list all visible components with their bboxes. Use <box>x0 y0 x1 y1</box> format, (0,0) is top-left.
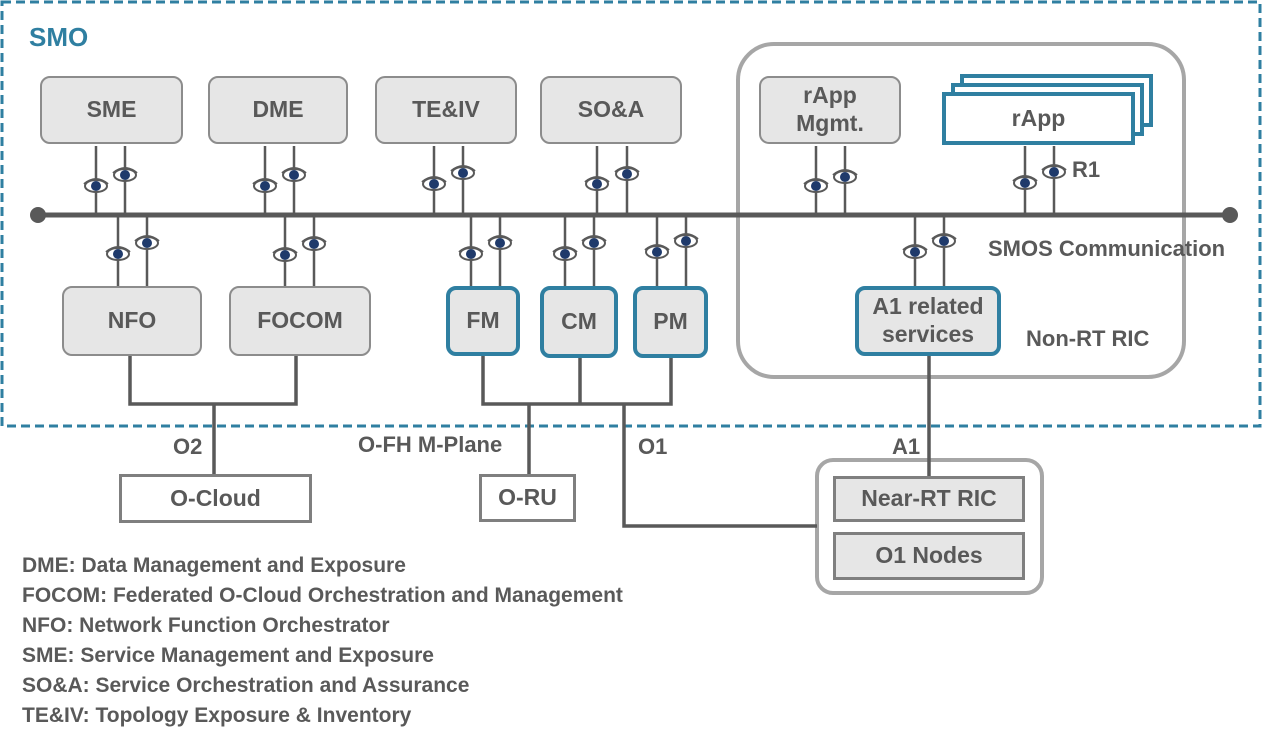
eye-icon <box>421 176 447 191</box>
eye-icon <box>83 178 109 193</box>
eye-icon <box>832 169 858 184</box>
a1-services-label-line2: services <box>881 321 975 347</box>
eye-icon <box>673 233 699 248</box>
o1-interface-line <box>481 356 817 528</box>
smo-title: SMO <box>29 22 89 52</box>
focom-box[interactable]: FOCOM <box>229 286 371 356</box>
non-rt-ric-container <box>736 42 1186 379</box>
soa-box[interactable]: SO&A <box>540 76 682 144</box>
o2-label: O2 <box>173 434 203 459</box>
o2-interface-line <box>128 356 298 474</box>
smo-boundary <box>0 0 1262 428</box>
legend-dme: DME: Data Management and Exposure <box>22 554 406 577</box>
sme-box[interactable]: SME <box>40 76 183 144</box>
bus-left-endpoint <box>30 207 46 223</box>
legend-teiv: TE&IV: Topology Exposure & Inventory <box>22 704 412 727</box>
nfo-box[interactable]: NFO <box>62 286 202 356</box>
o1-nodes-box[interactable]: O1 Nodes <box>833 532 1025 580</box>
o-ru-box[interactable]: O-RU <box>479 474 576 522</box>
legend-nfo: NFO: Network Function Orchestrator <box>22 614 390 637</box>
a1-related-services-box[interactable]: A1 related services <box>855 286 1001 356</box>
near-rt-ric-box[interactable]: Near-RT RIC <box>833 476 1025 522</box>
rapp-box[interactable]: rApp <box>942 92 1135 145</box>
eye-icon <box>584 176 610 191</box>
eye-icon <box>1012 175 1038 190</box>
a1-label: A1 <box>892 434 921 459</box>
eye-icon <box>581 235 607 250</box>
eye-icon <box>450 165 476 180</box>
non-rt-ric-label: Non-RT RIC <box>1026 326 1150 351</box>
legend-sme: SME: Service Management and Exposure <box>22 644 434 667</box>
eye-icon <box>614 166 640 181</box>
dme-box[interactable]: DME <box>208 76 348 144</box>
service-exposure-icons <box>83 164 1067 262</box>
eye-icon <box>301 236 327 251</box>
eye-icon <box>902 244 928 259</box>
bottom-connectors <box>116 215 946 286</box>
a1-services-label-line1: A1 related <box>872 293 984 320</box>
teiv-box[interactable]: TE&IV <box>375 76 517 144</box>
top-connectors <box>94 146 1056 215</box>
eye-icon <box>487 235 513 250</box>
bus-right-endpoint <box>1222 207 1238 223</box>
abbreviation-legend: DME: Data Management and Exposure FOCOM:… <box>22 551 623 731</box>
legend-soa: SO&A: Service Orchestration and Assuranc… <box>22 674 470 697</box>
fm-box[interactable]: FM <box>446 286 520 356</box>
eye-icon <box>281 167 307 182</box>
eye-icon <box>134 235 160 250</box>
eye-icon <box>272 247 298 262</box>
eye-icon <box>105 246 131 261</box>
legend-focom: FOCOM: Federated O-Cloud Orchestration a… <box>22 584 623 607</box>
cm-box[interactable]: CM <box>540 286 618 358</box>
eye-icon <box>803 178 829 193</box>
eye-icon <box>252 178 278 193</box>
smos-communication-label: SMOS Communication <box>988 236 1226 261</box>
eye-icon <box>644 244 670 259</box>
eye-icon <box>931 233 957 248</box>
eye-icon <box>112 167 138 182</box>
eye-icon <box>458 246 484 261</box>
ofh-mplane-label: O-FH M-Plane <box>358 432 503 457</box>
rapp-mgmt-label-line2: Mgmt. <box>796 110 864 136</box>
o-cloud-box[interactable]: O-Cloud <box>119 474 312 523</box>
o1-label: O1 <box>638 434 668 459</box>
pm-box[interactable]: PM <box>633 286 708 358</box>
eye-icon <box>1041 164 1067 179</box>
rapp-mgmt-label-line1: rApp <box>803 82 857 109</box>
eye-icon <box>552 246 578 261</box>
r1-label: R1 <box>1072 157 1101 182</box>
rapp-mgmt-box[interactable]: rApp Mgmt. <box>759 76 901 144</box>
